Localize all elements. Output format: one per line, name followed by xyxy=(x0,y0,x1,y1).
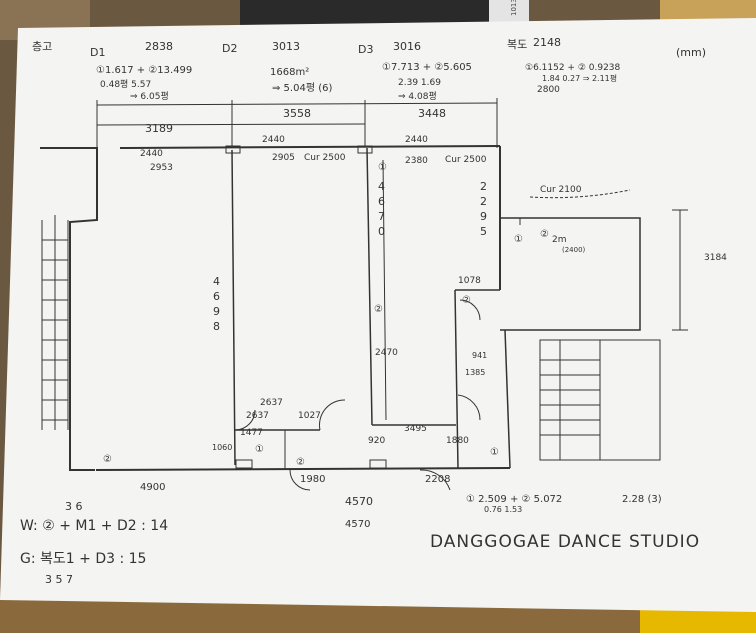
dim-3448: 3448 xyxy=(418,107,446,120)
hall-calc-line2: 1.84 0.27 ⇒ 2.11평 xyxy=(542,73,617,83)
studio-name: DANGGOGAE DANCE STUDIO xyxy=(430,532,700,552)
dim-4670-1: 4 xyxy=(378,180,385,193)
d1-height: 2838 xyxy=(145,40,173,53)
d2-calc-line1: 1668m² xyxy=(270,67,309,78)
dim-920: 920 xyxy=(368,436,385,446)
dim-3495: 3495 xyxy=(404,424,427,434)
dim-1078: 1078 xyxy=(458,276,481,286)
dim-1385: 1385 xyxy=(465,368,485,377)
marker-5: ① xyxy=(514,234,523,245)
dim-4670-4: 0 xyxy=(378,225,385,238)
dim-4570-a: 4570 xyxy=(345,495,373,508)
marker-9: ① xyxy=(255,444,264,455)
dim-2380: 2380 xyxy=(405,156,428,166)
dim-2295-3: 9 xyxy=(480,210,487,223)
d3-height: 3016 xyxy=(393,40,421,53)
d3-calc-line2: 2.39 1.69 xyxy=(398,78,441,88)
notes-w-line: W: ② + M1 + D2 : 14 xyxy=(20,518,168,534)
marker-7: ① xyxy=(490,447,499,458)
d2-label: D2 xyxy=(222,42,237,55)
dim-2208: 2208 xyxy=(425,474,450,485)
dim-2440-c: 2440 xyxy=(405,135,428,145)
dim-941: 941 xyxy=(472,351,487,360)
dim-1060: 1060 xyxy=(212,443,232,452)
dim-1477: 1477 xyxy=(240,428,263,438)
dim-3184: 3184 xyxy=(704,253,727,263)
dim-4670-2: 6 xyxy=(378,195,385,208)
dim-4698-1: 4 xyxy=(213,275,220,288)
dim-2440-b: 2440 xyxy=(262,135,285,145)
dim-4670-3: 7 xyxy=(378,210,385,223)
marker-6: ② xyxy=(462,295,471,306)
dim-3189: 3189 xyxy=(145,122,173,135)
dim-1880: 1880 xyxy=(446,436,469,446)
floor-height-label: 층고 xyxy=(32,40,52,53)
dim-1027: 1027 xyxy=(298,411,321,421)
marker-4: ① xyxy=(378,162,387,173)
d1-calc-line2: 0.48평 5.57 xyxy=(100,79,151,90)
d1-calc-line3: ⇒ 6.05평 xyxy=(130,91,169,102)
dim-4698-2: 6 xyxy=(213,290,220,303)
d1-label: D1 xyxy=(90,46,105,59)
curtain-2500-a: Cur 2500 xyxy=(304,153,346,163)
d2-height: 3013 xyxy=(272,40,300,53)
dim-2295-1: 2 xyxy=(480,180,487,193)
notes-w-superscript: 3 6 xyxy=(65,500,83,513)
unit-label: (mm) xyxy=(676,46,706,59)
notes-g-subscript: 3 5 7 xyxy=(45,573,73,586)
marker-3: ② xyxy=(374,304,383,315)
d3-calc-line3: ⇒ 4.08평 xyxy=(398,91,437,102)
bottom-calc-line3: 2.28 (3) xyxy=(622,494,662,505)
marker-1: ② xyxy=(103,454,112,465)
dim-2905: 2905 xyxy=(272,153,295,163)
hallway-height: 2148 xyxy=(533,36,561,49)
dim-2953: 2953 xyxy=(150,163,173,173)
d2-calc-line2: ⇒ 5.04평 (6) xyxy=(272,82,332,94)
room-2m: 2m xyxy=(552,235,567,245)
bottom-calc-line1: ① 2.509 + ② 5.072 xyxy=(466,494,562,505)
d1-calc-line1: ①1.617 + ②13.499 xyxy=(96,65,192,76)
dim-2295-2: 2 xyxy=(480,195,487,208)
dim-4570-b: 4570 xyxy=(345,519,370,530)
room-2400: (2400) xyxy=(562,246,586,254)
floorplan-drawing xyxy=(40,98,688,491)
hall-calc-line3: 2800 xyxy=(537,85,560,95)
notes-g-line: G: 복도1 + D3 : 15 xyxy=(20,551,146,567)
dim-3558: 3558 xyxy=(283,107,311,120)
hallway-label: 복도 xyxy=(507,38,527,51)
dim-4698-4: 8 xyxy=(213,320,220,333)
dim-2637: 2637 xyxy=(260,398,283,408)
dim-4698-3: 9 xyxy=(213,305,220,318)
curtain-2100: Cur 2100 xyxy=(540,185,582,195)
marker-2: ② xyxy=(296,457,305,468)
dark-object-top xyxy=(240,0,520,25)
dim-1980: 1980 xyxy=(300,474,325,485)
paper-sheet xyxy=(0,18,756,612)
d3-label: D3 xyxy=(358,43,373,56)
hall-calc-line1: ①6.1152 + ② 0.9238 xyxy=(525,63,621,73)
dim-4900: 4900 xyxy=(140,482,165,493)
curtain-2500-b: Cur 2500 xyxy=(445,155,487,165)
dim-2470: 2470 xyxy=(375,348,398,358)
dim-2440-a: 2440 xyxy=(140,149,163,159)
marker-8: ② xyxy=(540,229,549,240)
dim-2637b: 2637 xyxy=(246,411,269,421)
bottom-calc-line2: 0.76 1.53 xyxy=(484,505,522,514)
d3-calc-line1: ①7.713 + ②5.605 xyxy=(382,62,472,73)
dim-2295-4: 5 xyxy=(480,225,487,238)
sticker-text: 101301 xyxy=(510,0,518,16)
